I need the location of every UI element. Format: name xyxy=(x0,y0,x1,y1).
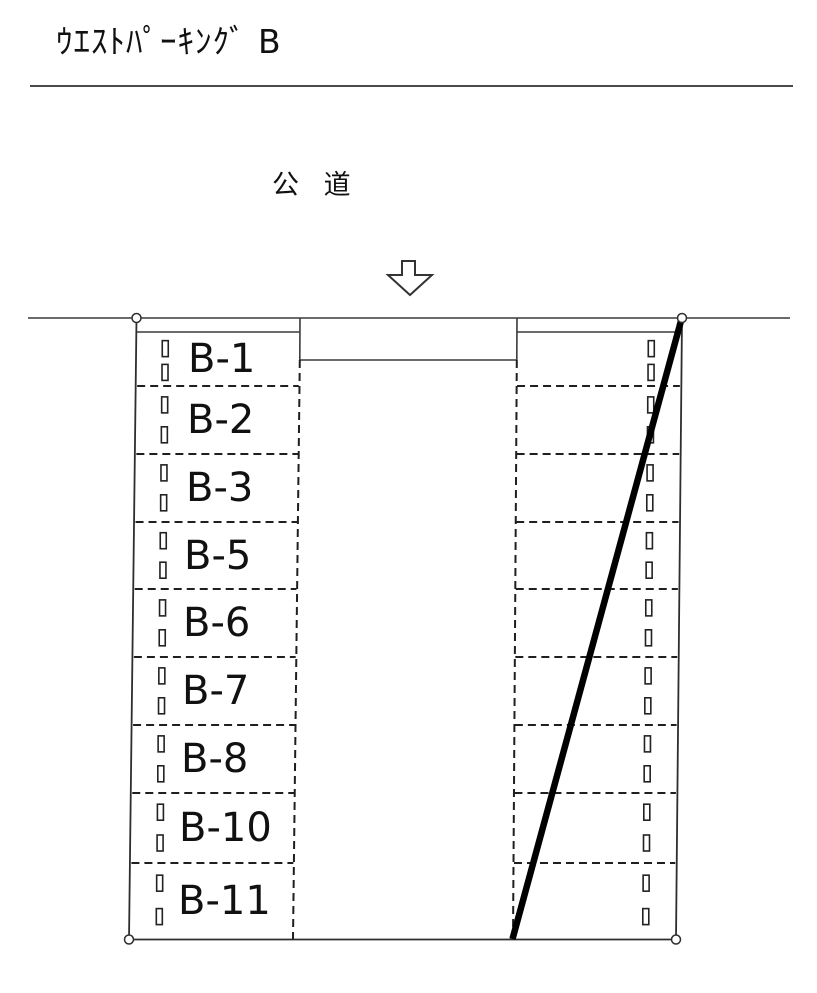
space-marker-icon xyxy=(158,599,167,617)
space-marker-icon xyxy=(647,363,655,382)
space-marker-icon xyxy=(643,803,651,822)
space-label: B-3 xyxy=(186,465,254,511)
space-marker-icon xyxy=(160,464,168,482)
space-marker-icon xyxy=(159,561,167,580)
corner-node-top-right-icon xyxy=(676,312,688,324)
space-marker-icon xyxy=(647,339,656,358)
space-marker-icon xyxy=(161,339,170,358)
space-marker-icon xyxy=(644,667,652,685)
left-column-dividers xyxy=(131,385,299,864)
space-marker-icon xyxy=(160,396,169,414)
road-label: 公 道 xyxy=(272,170,351,201)
space-marker-icon xyxy=(160,425,169,444)
space-marker-icon xyxy=(156,803,165,822)
space-marker-icon xyxy=(159,493,168,512)
corner-node-top-left-icon xyxy=(131,312,142,324)
space-label: B-8 xyxy=(181,736,249,782)
space-marker-icon xyxy=(642,834,651,852)
left-column-aisle-dashed-line xyxy=(292,359,301,940)
left-column-markers xyxy=(155,339,170,926)
lot-right-edge-line xyxy=(675,317,683,940)
space-marker-icon xyxy=(158,667,166,685)
corner-node-bottom-left-icon xyxy=(123,934,135,945)
space-marker-icon xyxy=(643,764,651,783)
space-label: B-2 xyxy=(187,397,255,443)
right-column-dividers xyxy=(513,385,680,864)
space-marker-icon xyxy=(646,396,655,414)
diagonal-strike-line xyxy=(509,318,685,940)
space-marker-icon xyxy=(157,764,165,783)
space-marker-icon xyxy=(156,834,164,852)
space-marker-icon xyxy=(642,874,650,892)
space-marker-icon xyxy=(161,363,169,382)
right-column-aisle-dashed-line xyxy=(512,359,518,940)
corner-node-bottom-right-icon xyxy=(670,934,682,945)
space-marker-icon xyxy=(158,628,167,647)
space-marker-icon xyxy=(157,735,165,753)
space-label: B-10 xyxy=(179,805,272,851)
space-label: B-6 xyxy=(183,600,251,646)
page-title: ｳｴｽﾄﾊﾟｰｷﾝｸﾞ B xyxy=(56,22,282,61)
space-marker-icon xyxy=(645,561,653,580)
space-marker-icon xyxy=(157,696,166,715)
space-label: B-1 xyxy=(188,336,256,382)
lot-left-edge-line xyxy=(128,317,138,940)
space-marker-icon xyxy=(645,531,654,550)
space-marker-icon xyxy=(641,907,650,926)
entrance-arrow-icon xyxy=(385,260,435,297)
space-marker-icon xyxy=(644,599,653,617)
space-marker-icon xyxy=(645,493,654,512)
space-label: B-7 xyxy=(182,668,250,714)
space-label: B-11 xyxy=(178,878,271,924)
space-marker-icon xyxy=(155,907,164,926)
space-marker-icon xyxy=(644,628,653,647)
space-marker-icon xyxy=(643,735,652,753)
space-marker-icon xyxy=(644,696,652,715)
space-label: B-5 xyxy=(184,532,252,579)
space-marker-icon xyxy=(646,464,654,482)
space-marker-icon xyxy=(159,531,168,550)
space-marker-icon xyxy=(155,874,164,892)
